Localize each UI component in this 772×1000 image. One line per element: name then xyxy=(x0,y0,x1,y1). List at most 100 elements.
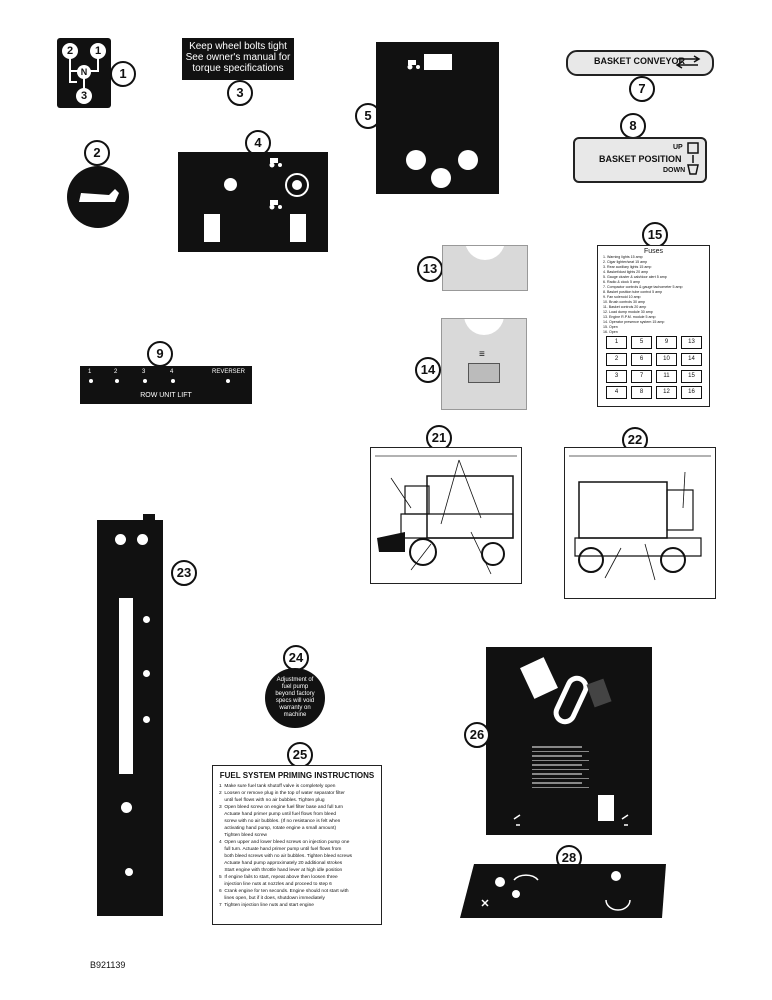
callout-23: 23 xyxy=(171,560,197,586)
double-arrow-icon xyxy=(676,55,701,69)
fuse-list-line: 10. Brush controls 30 amp xyxy=(603,300,645,304)
priming-step-line: 4 Open upper and lower bleed screws on i… xyxy=(219,840,350,845)
priming-step-line: both bleed screws with no air bubbles. T… xyxy=(219,854,353,859)
fuse-slot: 2 xyxy=(606,352,627,366)
cover-plate-14: ≡ xyxy=(441,318,527,410)
fine-print-line xyxy=(532,777,589,779)
lift-switch-label: 3 xyxy=(142,369,146,375)
fine-print-line xyxy=(532,759,589,761)
fuse-slot: 5 xyxy=(631,336,652,349)
priming-step-line: 3 Open bleed screw on engine fuel filter… xyxy=(219,805,343,810)
fine-print-line xyxy=(532,764,582,766)
fuse-chart-title: Fuses xyxy=(643,248,664,255)
fuse-list-line: 8. Basket position tube control 5 amp xyxy=(603,290,663,294)
fine-print-line xyxy=(532,755,582,757)
callout-1: 1 xyxy=(110,61,136,87)
fuse-slot: 16 xyxy=(681,386,702,400)
shift-position-1: 1 xyxy=(94,45,102,57)
tractor-icon xyxy=(407,60,420,70)
lift-switch-indicator xyxy=(143,379,147,383)
fuse-slot: 8 xyxy=(631,386,652,400)
fuse-list-line: 6. Radio & clock 5 amp xyxy=(603,280,640,284)
lift-switch-label: 1 xyxy=(88,369,92,375)
priming-step-line: screw with no air bubbles. (If no resist… xyxy=(219,819,341,824)
large-control-panel-decal xyxy=(486,647,652,835)
harvester-diagram-22 xyxy=(564,447,716,599)
priming-title: FUEL SYSTEM PRIMING INSTRUCTIONS xyxy=(219,771,375,780)
wheel-bolt-line-1: Keep wheel bolts tight xyxy=(189,41,287,52)
basket-up-label: UP xyxy=(673,144,683,151)
wheel-bolt-line-3: torque specifications xyxy=(192,63,284,74)
callout-9: 9 xyxy=(147,341,173,367)
fuse-slot: 13 xyxy=(681,336,702,349)
fuse-list-line: 16. Open xyxy=(603,330,618,334)
basket-conveyor-label: BASKET CONVEYOR xyxy=(594,56,686,66)
tractor-icon xyxy=(269,158,282,168)
fuse-list-line: 5. Gauge cluster & cab/door alert 5 amp xyxy=(603,275,667,279)
row-unit-lift-caption: ROW UNIT LIFT xyxy=(140,392,192,399)
tractor-icon xyxy=(269,200,282,210)
callout-24: 24 xyxy=(283,645,309,671)
lift-switch-indicator xyxy=(226,379,230,383)
priming-step-line: Actuate hand primer pump until fuel flow… xyxy=(219,812,337,817)
fine-print-line xyxy=(532,786,589,788)
callout-3: 3 xyxy=(227,80,253,106)
priming-step-line: activating hand pump, rotate engine a sm… xyxy=(219,826,337,831)
priming-step-line: Actuate hand pump approximately 20 addit… xyxy=(219,861,343,866)
fuse-list-line: 4. Basket/dust lights 20 amp xyxy=(603,270,649,274)
panel-fine-print xyxy=(532,743,594,791)
basket-up-down-icon xyxy=(687,142,699,175)
fuse-list-line: 7. Compactor controls & gauge tachometer… xyxy=(603,285,683,289)
callout-26: 26 xyxy=(464,722,490,748)
fuel-pump-warning-text: Adjustment of fuel pump beyond factory s… xyxy=(275,677,315,718)
fine-print-line xyxy=(532,750,589,752)
harvester-diagram-21 xyxy=(370,447,522,584)
lever-decal xyxy=(67,166,129,228)
wheel-bolt-line-2: See owner's manual for xyxy=(185,52,291,63)
lift-switch-indicator xyxy=(89,379,93,383)
fuse-slot: 9 xyxy=(656,336,677,349)
priming-steps: 1 Make sure fuel tank shutoff valve is c… xyxy=(219,783,377,909)
fuse-list-line: 3. Rear auxiliary lights 15 amp xyxy=(603,265,652,269)
priming-step-line: 6 Crank engine for ten seconds. Engine s… xyxy=(219,889,349,894)
fuse-list-line: 2. Cigar lighter/seat 15 amp xyxy=(603,260,648,264)
priming-step-line: injection line nuts at nozzles and proce… xyxy=(219,882,332,887)
fuse-slot: 6 xyxy=(631,352,652,366)
lever-icon xyxy=(79,189,119,202)
fuel-priming-instructions-decal: FUEL SYSTEM PRIMING INSTRUCTIONS 1 Make … xyxy=(212,765,382,925)
switch-panel-decal xyxy=(178,152,328,252)
fuse-slot: 15 xyxy=(681,369,702,383)
fuse-list-line: 12. Load dump module 30 amp xyxy=(603,310,653,314)
fuse-list-line: 1. Warning lights 15 amp xyxy=(603,255,643,259)
callout-4: 4 xyxy=(245,130,271,156)
wheel-bolt-decal: Keep wheel bolts tight See owner's manua… xyxy=(182,38,294,80)
panel-graphics xyxy=(513,657,629,826)
callout-21: 21 xyxy=(426,425,452,451)
priming-step-line: lines open, but if it does, shutdown imm… xyxy=(219,896,325,901)
cover-plate-13 xyxy=(442,245,528,291)
priming-step-line: 7 Tighten injection line nuts and start … xyxy=(219,903,314,908)
shift-position-3: 3 xyxy=(80,90,88,102)
callout-2: 2 xyxy=(84,140,110,166)
lift-switch-label: 4 xyxy=(170,369,174,375)
priming-step-line: until fuel flows with no air bubbles. Ti… xyxy=(219,798,325,803)
tall-switch-panel-decal xyxy=(376,42,499,194)
callout-7: 7 xyxy=(629,76,655,102)
fuse-list-line: 11. Basket controls 20 amp xyxy=(603,305,647,309)
priming-step-line: 5 If engine fails to start, repeat above… xyxy=(219,875,338,880)
basket-position-label: BASKET POSITION xyxy=(599,154,682,164)
figure-id: B921139 xyxy=(90,960,126,970)
lift-switch-label: REVERSER xyxy=(212,369,246,375)
fuse-list-line: 15. Open xyxy=(603,325,618,329)
fuse-list-line: 13. Engine R.P.M. module 5 amp xyxy=(603,315,656,319)
fuse-slot: 3 xyxy=(606,369,627,383)
fine-print-line xyxy=(532,746,582,748)
callout-13: 13 xyxy=(417,256,443,282)
priming-step-line: 1 Make sure fuel tank shutoff valve is c… xyxy=(219,784,336,789)
harvester-side-view xyxy=(375,455,517,575)
fuel-pump-warning-decal: Adjustment of fuel pump beyond factory s… xyxy=(265,668,325,728)
